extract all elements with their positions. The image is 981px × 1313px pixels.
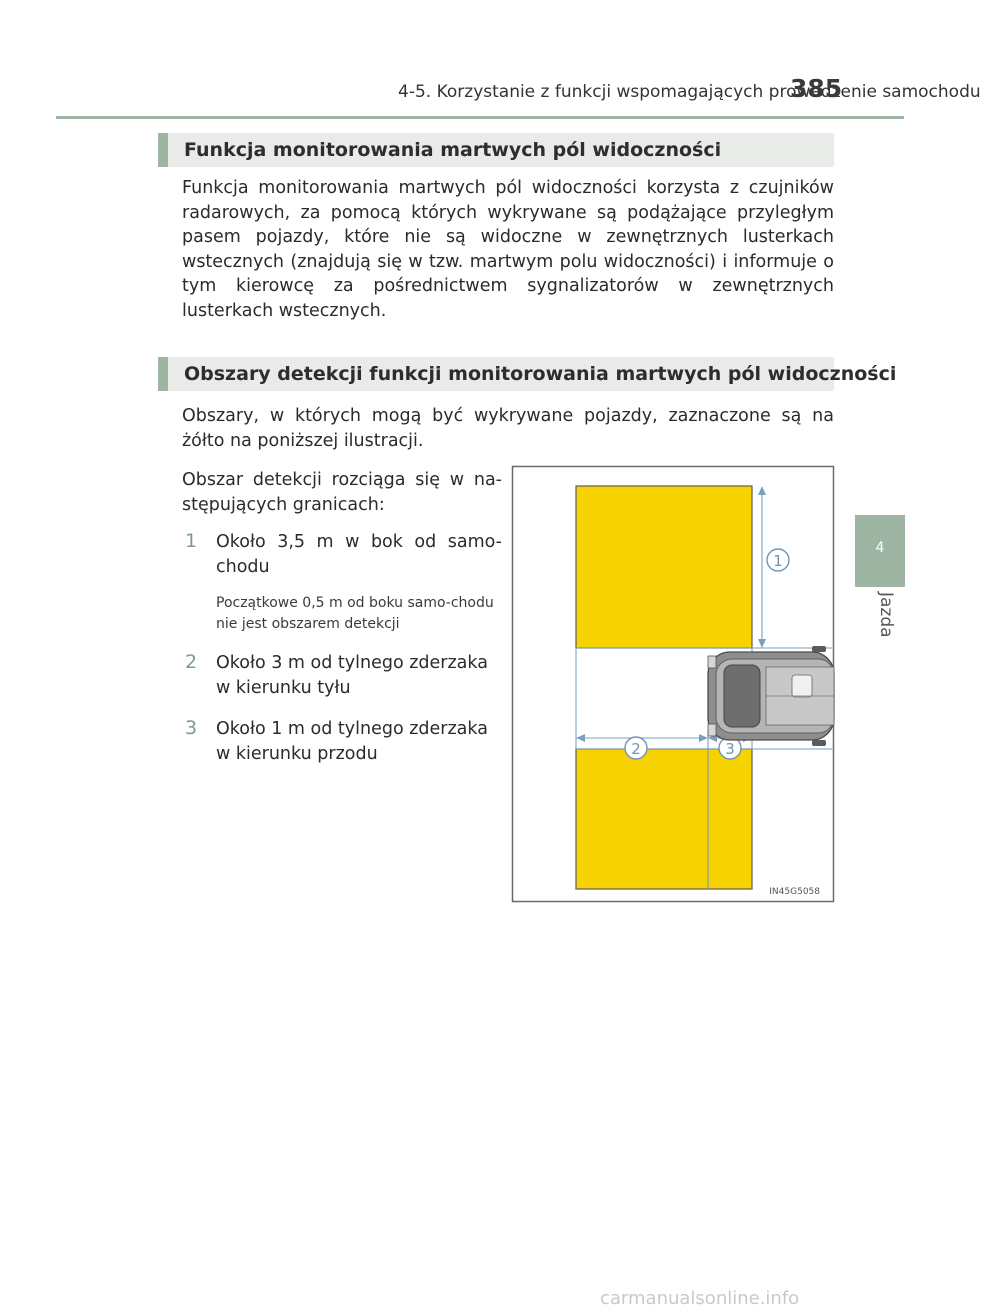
list-item-3: Około 1 m od tylnego zderzaka w kierunku… [216, 719, 488, 764]
callout-2-label: 2 [631, 740, 641, 758]
section-heading-function: Funkcja monitorowania martwych pól widoc… [158, 133, 834, 167]
detection-intro: Obszar detekcji rozciąga się w na-stępuj… [182, 470, 502, 515]
dimension-1-arrow-top [758, 486, 766, 495]
callout-3-label: 3 [725, 740, 735, 758]
callout-1-label: 1 [773, 552, 783, 570]
detection-note: Początkowe 0,5 m od boku samo-chodu nie … [216, 595, 494, 632]
chapter-number: 4 [875, 540, 885, 556]
callout-2-circle [624, 736, 648, 760]
marker-2: 2 [185, 651, 198, 673]
page-number: 385 [790, 74, 843, 103]
dimension-2-arrow-right [699, 734, 708, 742]
detection-area-lower [575, 748, 753, 890]
car-illustration [707, 646, 835, 746]
section-paragraph-function: Funkcja monitorowania martwych pól widoc… [182, 178, 834, 321]
list-item-2: Około 3 m od tylnego zderzaka w kierunku… [216, 653, 488, 698]
section-heading-detection-areas: Obszary detekcji funkcji monitorowania m… [158, 357, 896, 391]
dimension-1-arrow-bottom [758, 639, 766, 648]
marker-3: 3 [185, 717, 198, 739]
detection-area-diagram: 1 2 3 IN45G5058 [511, 465, 835, 903]
watermark: carmanualsonline.info [600, 1288, 800, 1309]
callout-1-circle [766, 548, 790, 572]
list-item-1: Około 3,5 m w bok od samo-chodu [216, 532, 502, 577]
chapter-label: Jazda [876, 592, 896, 638]
detection-area-upper [575, 485, 753, 649]
dimension-2-arrow-left [576, 734, 585, 742]
chapter-tab [855, 515, 905, 587]
figure-code: IN45G5058 [769, 887, 820, 897]
section-paragraph-detection-areas: Obszary, w których mogą być wykrywane po… [182, 406, 834, 451]
marker-1: 1 [185, 530, 198, 552]
header-rule [56, 116, 904, 119]
running-header: 4-5. Korzystanie z funkcji wspomagającyc… [398, 82, 981, 102]
